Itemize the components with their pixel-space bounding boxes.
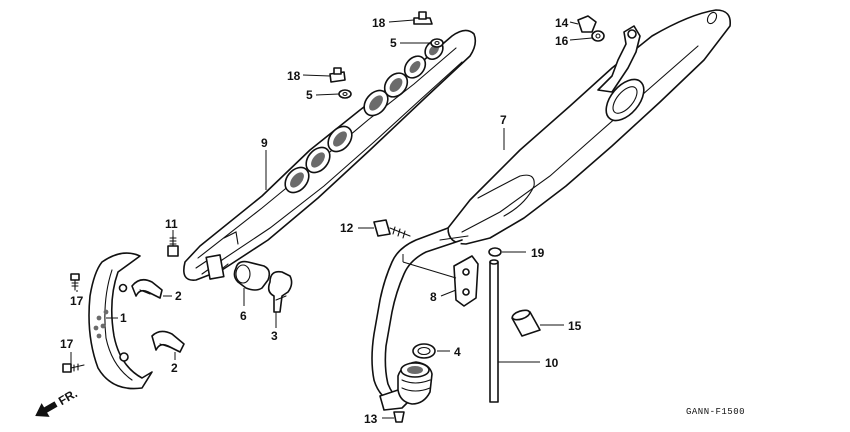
exhaust-joint-collar [397,361,433,405]
clamp-band-part-2-upper [131,278,163,299]
callout-3: 3 [271,329,278,343]
callout-17-lower: 17 [60,337,74,351]
callout-1: 1 [120,311,127,325]
washer-part-5-upper [430,38,444,48]
callout-2-upper: 2 [175,289,182,303]
washer-part-16 [591,30,605,42]
washer-part-5-lower [338,89,352,99]
callout-11: 11 [165,217,178,231]
callout-4: 4 [454,345,461,359]
callout-13: 13 [364,412,378,426]
callout-18-lower: 18 [287,69,301,83]
callout-12: 12 [340,221,354,235]
gasket-part-4 [412,343,436,359]
screw-part-13 [393,411,405,423]
bolt-part-12 [373,219,411,239]
front-direction-indicator: FR. [35,386,80,417]
front-label: FR. [56,386,80,408]
callout-5-lower: 5 [306,88,313,102]
collar-part-6 [233,260,271,291]
clamp-part-3 [267,270,293,313]
spacer-part-15 [511,309,541,337]
plug-part-19 [488,247,502,257]
callout-5-upper: 5 [390,36,397,50]
muffler-protector-part-9 [183,29,477,281]
callout-7: 7 [500,113,507,127]
callout-17-upper: 17 [70,294,84,308]
leader-lines [70,19,593,419]
bolt-part-18-lower [329,67,346,83]
callout-18-upper: 18 [372,16,386,30]
callout-15: 15 [568,319,582,333]
diagram-code: GANN-F1500 [686,407,745,417]
callout-10: 10 [545,356,559,370]
callout-16: 16 [555,34,569,48]
clamp-band-part-2-lower [151,330,185,353]
tube-part-10 [489,259,499,403]
nut-part-14 [577,15,597,33]
callout-numbers: 18 5 18 5 9 11 17 2 1 17 2 6 3 7 14 16 1… [60,16,582,426]
callout-2-lower: 2 [171,361,178,375]
callout-9: 9 [261,136,268,150]
callout-19: 19 [531,246,545,260]
screw-part-17-lower [62,363,85,373]
callout-8: 8 [430,290,437,304]
callout-6: 6 [240,309,247,323]
bracket-part-8 [453,255,479,307]
exhaust-pipe-protector-part-1 [88,252,153,390]
front-arrow-icon [35,401,58,417]
bolt-part-18-upper [413,11,433,25]
screw-part-17-upper [70,273,80,291]
callout-14: 14 [555,16,569,30]
